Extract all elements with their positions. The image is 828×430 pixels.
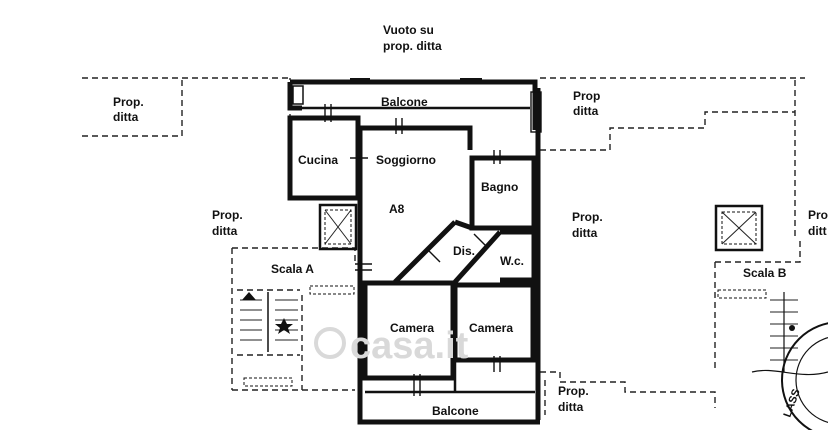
door-marks [324, 91, 542, 396]
label-balcone-bottom: Balcone [432, 404, 479, 418]
label-scala-a: Scala A [271, 262, 314, 276]
label-prop-bottom-right-1: Prop. [558, 384, 589, 398]
staircase-a [237, 285, 355, 387]
label-dis: Dis. [453, 244, 475, 258]
label-vuoto-line1: Vuoto su [383, 23, 434, 37]
watermark-brand: casa.it [350, 325, 469, 367]
balcony-top [287, 78, 538, 130]
stamp-text: LASS [782, 387, 803, 419]
label-wc: W.c. [500, 254, 524, 268]
staircase-b [717, 289, 798, 372]
label-prop-bottom-right-2: ditta [558, 400, 584, 414]
label-scala-b: Scala B [743, 266, 787, 280]
neighbour-outlines [82, 77, 805, 415]
label-camera-right: Camera [469, 321, 513, 335]
label-unit-number: A8 [389, 202, 405, 216]
label-bagno: Bagno [481, 180, 518, 194]
label-cucina: Cucina [298, 153, 338, 167]
label-prop-mid-right-2: ditta [572, 226, 598, 240]
label-prop-top-right-2: ditta [573, 104, 599, 118]
label-prop-mid-right-1: Prop. [572, 210, 603, 224]
lift-shaft-a [318, 203, 358, 251]
label-balcone-top: Balcone [381, 95, 428, 109]
label-prop-top-right-1: Prop [573, 89, 600, 103]
label-prop-mid-left-2: ditta [212, 224, 238, 238]
apartment-walls [287, 88, 541, 425]
lift-shaft-b [714, 204, 764, 252]
labels: Vuoto su prop. ditta Prop. ditta Prop di… [113, 23, 828, 418]
label-soggiorno: Soggiorno [376, 153, 436, 167]
label-prop-top-left-2: ditta [113, 110, 139, 124]
label-vuoto-line2: prop. ditta [383, 39, 442, 53]
label-camera-left: Camera [390, 321, 434, 335]
watermark: casa.it [314, 325, 469, 367]
label-prop-mid-left-1: Prop. [212, 208, 243, 222]
label-prop-top-left-1: Prop. [113, 95, 144, 109]
stamp-seal: LASS [751, 322, 828, 430]
label-prop-far-right-1: Pro [808, 208, 828, 222]
label-prop-far-right-2: ditt [808, 224, 827, 238]
